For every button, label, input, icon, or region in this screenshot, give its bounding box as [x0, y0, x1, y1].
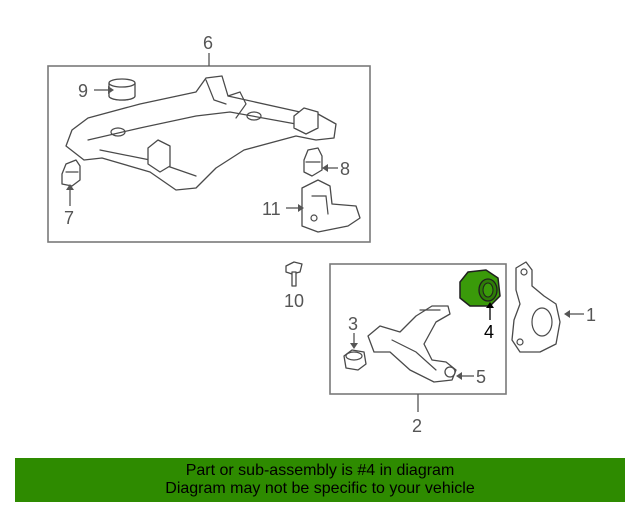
callout-6[interactable]: 6	[203, 33, 213, 53]
callout-1[interactable]: 1	[586, 305, 596, 325]
callout-5[interactable]: 5	[476, 367, 486, 387]
info-banner: Part or sub-assembly is #4 in diagram Di…	[15, 458, 625, 502]
callout-9[interactable]: 9	[78, 81, 88, 101]
frame-crossmember-part[interactable]	[65, 75, 337, 191]
callout-4[interactable]: 4	[484, 322, 494, 342]
bolt-part-10[interactable]	[285, 261, 303, 287]
banner-line-1: Part or sub-assembly is #4 in diagram	[185, 462, 455, 479]
lower-control-arm-part[interactable]	[367, 305, 457, 383]
callout-8[interactable]: 8	[340, 159, 350, 179]
callout-11[interactable]: 11	[262, 199, 281, 219]
bumper-part-9[interactable]	[108, 78, 136, 101]
callout-7[interactable]: 7	[64, 208, 74, 228]
bushing-part-3[interactable]	[343, 349, 367, 371]
callout-3[interactable]: 3	[348, 314, 358, 334]
bushing-part-4-highlighted[interactable]	[459, 269, 501, 307]
knuckle-part-1[interactable]	[511, 261, 561, 353]
mount-part-7[interactable]	[61, 159, 81, 187]
callout-2[interactable]: 2	[412, 416, 422, 436]
mount-part-8[interactable]	[303, 147, 323, 177]
callout-10[interactable]: 10	[284, 291, 304, 311]
bracket-part-11[interactable]	[301, 179, 361, 233]
banner-line-2: Diagram may not be specific to your vehi…	[165, 480, 475, 497]
